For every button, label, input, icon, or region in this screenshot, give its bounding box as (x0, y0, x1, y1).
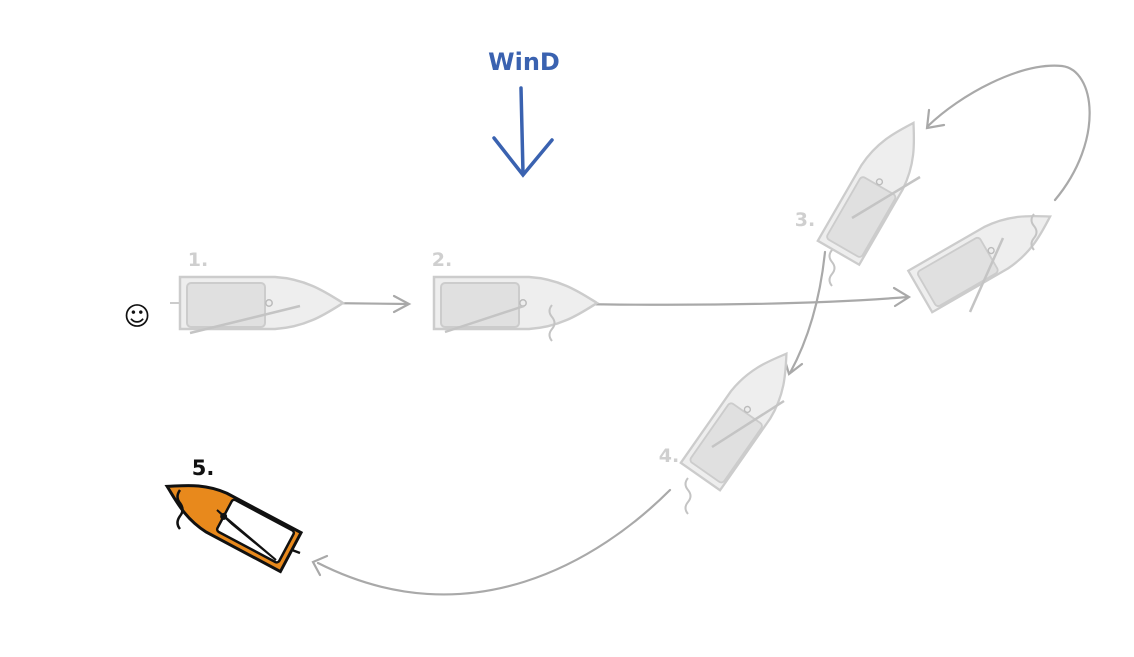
arrowhead-icon (311, 554, 329, 577)
wake-icon (684, 477, 692, 515)
boat-step-3-turning (907, 194, 1064, 314)
wake-icon (1030, 213, 1038, 251)
path-segment-3-4 (788, 250, 827, 375)
wind-arrow-icon (492, 86, 554, 178)
wind-label: WinD (488, 48, 560, 76)
arrowhead-icon (892, 286, 912, 308)
arrowhead-icon (925, 108, 946, 130)
smiley-icon: ☺ (123, 302, 150, 332)
path-loop (926, 64, 1091, 202)
wake-icon (828, 249, 836, 287)
sail-icon (216, 509, 277, 561)
boat-step-4 (679, 338, 808, 515)
boat-step-5 (155, 465, 303, 574)
boat-step-1 (170, 275, 345, 335)
path-segment-2-3 (568, 295, 910, 306)
step-label-1: 1. (188, 249, 208, 271)
step-label-2: 2. (432, 249, 452, 271)
wake-icon (176, 489, 184, 530)
step-label-4: 4. (659, 445, 679, 467)
arrowhead-icon (392, 294, 412, 314)
step-label-5: 5. (192, 456, 215, 480)
wake-icon (548, 304, 556, 342)
boat-step-3-upwind (816, 109, 936, 287)
step-label-3: 3. (795, 209, 815, 231)
path-segment-4-5 (316, 488, 672, 596)
boat-step-2 (432, 275, 599, 342)
course-path (311, 64, 1091, 596)
